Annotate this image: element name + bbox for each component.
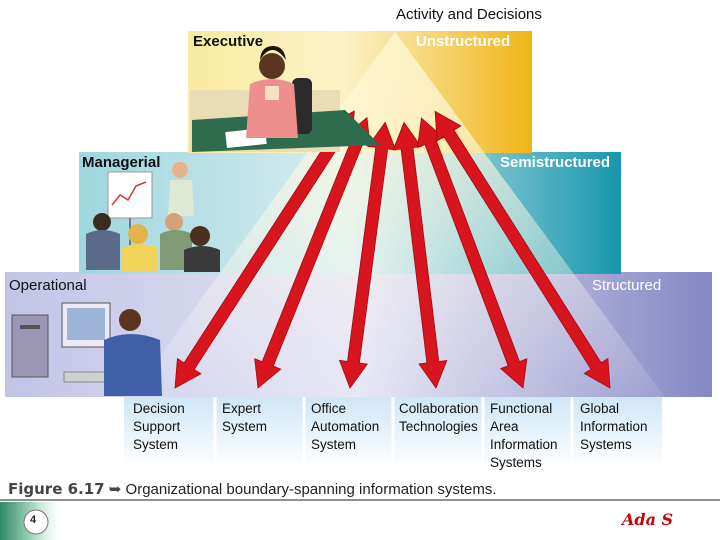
system-global: Global Information Systems [580, 401, 648, 452]
structured-label: Structured [592, 277, 662, 294]
slide-number-badge [23, 509, 49, 535]
executive-label: Executive [193, 33, 264, 50]
unstructured-label: Unstructured [416, 33, 511, 50]
system-functional-area: Functional Area Information Systems [490, 401, 558, 470]
operational-illustration [11, 302, 162, 396]
semistructured-label: Semistructured [500, 154, 611, 171]
system-collaboration: Collaboration Technologies [399, 401, 479, 434]
arrows-group [174, 110, 611, 389]
double-arrow-4 [392, 121, 448, 389]
managerial-illustration [86, 162, 220, 272]
page-number: 4 [30, 514, 37, 526]
arrow-icon: ➥ [108, 481, 122, 498]
system-office-automation: Office Automation System [311, 401, 380, 452]
executive-illustration [190, 46, 380, 152]
author-signature: Ada S [622, 510, 674, 529]
managerial-label: Managerial [82, 154, 161, 171]
figure-number: Figure 6.17 [8, 480, 105, 498]
figure-caption: Figure 6.17 ➥ Organizational boundary-sp… [8, 480, 497, 498]
system-decision-support: Decision Support System [133, 401, 185, 452]
double-arrow-6 [434, 110, 611, 389]
caption-text: Organizational boundary-spanning informa… [125, 481, 497, 498]
double-arrow-3 [338, 121, 397, 389]
diagram-title: Activity and Decisions [396, 6, 542, 23]
operational-label: Operational [9, 277, 87, 294]
systems-dividers [213, 397, 574, 469]
system-expert: Expert System [222, 401, 268, 434]
light-flare [130, 32, 665, 397]
